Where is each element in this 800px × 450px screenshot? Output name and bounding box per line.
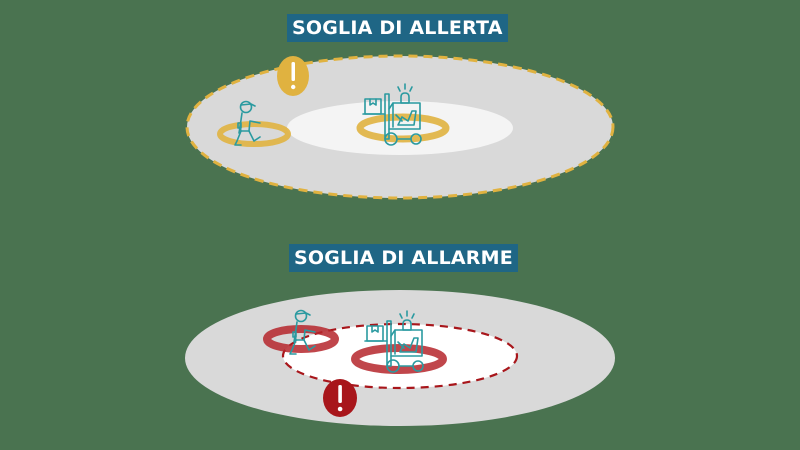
worker-ring (263, 325, 339, 353)
alert-inner-zone (287, 101, 513, 155)
alarm-threshold-title: SOGLIA DI ALLARME (289, 244, 518, 272)
alarm-panel (185, 290, 615, 426)
worker-ring (217, 121, 291, 147)
forklift-ring (351, 344, 447, 374)
alert-panel (185, 54, 615, 200)
alarm-warning-icon (323, 379, 357, 417)
alert-warning-icon (277, 56, 309, 96)
alert-threshold-title: SOGLIA DI ALLERTA (287, 14, 508, 42)
